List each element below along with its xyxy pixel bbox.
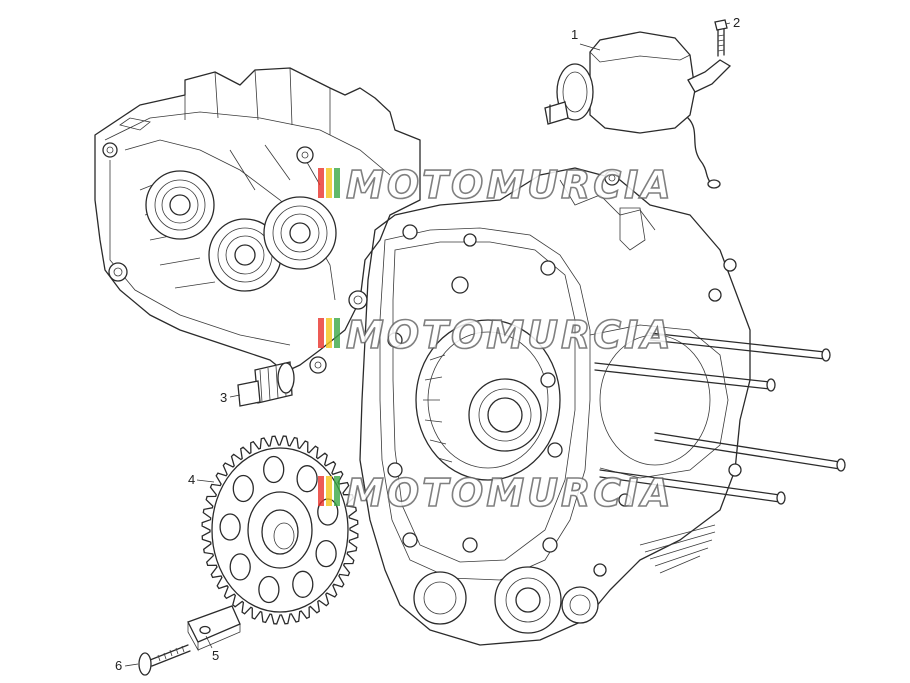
watermark-text: MOTOMURCIA xyxy=(346,471,674,515)
watermark-text: MOTOMURCIA xyxy=(346,163,674,207)
starter-driven-gear[interactable] xyxy=(201,435,359,625)
watermark-logo-yellow xyxy=(326,168,332,198)
starter-motor[interactable] xyxy=(544,31,732,189)
starter-pinion-gear[interactable] xyxy=(237,361,295,407)
callouts: 1 2 3 4 5 6 xyxy=(115,15,740,673)
watermark-logo-red xyxy=(318,168,324,198)
callout-2: 2 xyxy=(733,15,740,30)
watermark-logo-green xyxy=(334,168,340,198)
watermark-text: MOTOMURCIA xyxy=(346,313,674,357)
callout-4: 4 xyxy=(188,472,195,487)
gear-hole xyxy=(292,570,314,598)
right-crankcase xyxy=(359,167,751,646)
gear-screw[interactable] xyxy=(138,644,191,676)
watermark: MOTOMURCIA xyxy=(318,312,674,358)
watermarks: MOTOMURCIA MOTOMURCIA MOTOMURCIA xyxy=(318,162,674,516)
gear-hole xyxy=(296,465,318,493)
gear-hole xyxy=(229,553,251,581)
watermark: MOTOMURCIA xyxy=(318,162,674,208)
callout-6: 6 xyxy=(115,658,122,673)
starter-bolt[interactable] xyxy=(714,19,728,57)
cylinder-studs xyxy=(594,332,846,505)
callout-1: 1 xyxy=(571,27,578,42)
callout-3: 3 xyxy=(220,390,227,405)
gear-hole xyxy=(219,513,241,541)
retaining-plate[interactable] xyxy=(187,605,241,652)
gear-hole xyxy=(258,575,280,604)
gear-hole xyxy=(232,474,254,503)
left-crankcase xyxy=(94,67,421,374)
watermark: MOTOMURCIA xyxy=(318,470,674,516)
callout-5: 5 xyxy=(212,648,219,663)
gear-hole xyxy=(315,539,337,568)
gear-hole xyxy=(263,455,285,484)
